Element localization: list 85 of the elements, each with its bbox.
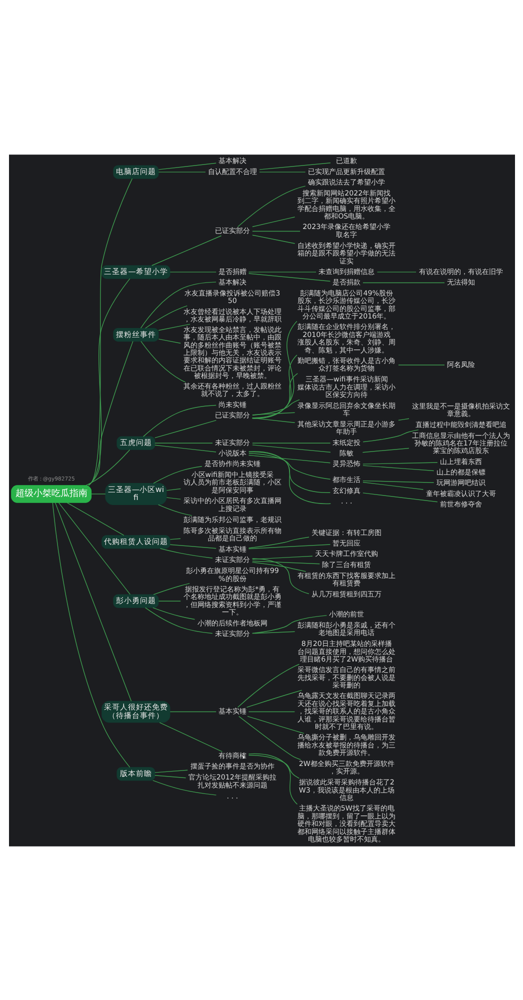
connector <box>157 504 192 516</box>
connector <box>258 171 306 172</box>
connector <box>248 271 316 272</box>
connector <box>166 488 180 490</box>
connector <box>52 502 130 768</box>
connector <box>66 502 124 536</box>
connector <box>252 630 295 634</box>
connector <box>362 447 409 452</box>
connector <box>154 444 216 452</box>
connector <box>166 496 180 500</box>
connector <box>258 162 330 170</box>
connector <box>362 428 418 442</box>
connector <box>144 305 187 328</box>
connector <box>252 234 295 244</box>
connector <box>362 480 434 482</box>
connector <box>236 185 306 227</box>
connector <box>158 600 180 601</box>
connector <box>158 323 190 330</box>
connector <box>152 780 216 795</box>
connector <box>140 281 216 328</box>
connector <box>159 548 212 558</box>
connector <box>252 230 300 232</box>
connector <box>398 418 409 420</box>
connector <box>252 216 295 227</box>
connector <box>154 442 212 443</box>
connector <box>252 560 320 564</box>
connector <box>169 538 180 540</box>
connector <box>246 689 302 708</box>
connector <box>248 450 330 504</box>
connector <box>251 372 298 418</box>
connector <box>362 282 444 283</box>
connector <box>152 466 202 484</box>
connector <box>376 271 416 272</box>
connector <box>252 444 330 452</box>
connector <box>88 278 130 486</box>
connector <box>251 558 309 594</box>
connector <box>248 544 330 549</box>
connector <box>158 722 222 752</box>
connector <box>252 442 330 443</box>
connector <box>252 398 300 416</box>
connector <box>252 412 295 415</box>
connector <box>248 451 330 492</box>
connector <box>142 404 216 436</box>
connector <box>246 715 304 734</box>
connector <box>248 754 300 778</box>
connector <box>236 663 300 708</box>
connector <box>251 561 306 572</box>
connector <box>248 452 330 480</box>
connector <box>248 272 330 282</box>
connector <box>169 710 216 712</box>
connector <box>158 162 216 170</box>
connector <box>248 752 298 804</box>
node-box: 超级小桀吃瓜指南 <box>10 484 92 502</box>
connector <box>252 614 327 634</box>
connector <box>362 492 438 502</box>
connector <box>251 320 297 418</box>
connector <box>362 481 424 490</box>
connector <box>158 338 180 344</box>
connector <box>251 354 297 418</box>
connector <box>144 606 212 634</box>
connector <box>362 462 438 464</box>
connector <box>252 417 295 423</box>
connector <box>248 710 295 712</box>
connector <box>154 419 216 438</box>
connector <box>152 582 190 594</box>
connector <box>362 464 434 471</box>
connector <box>88 340 133 486</box>
connector <box>158 171 206 172</box>
connector <box>90 493 106 494</box>
connector <box>58 502 130 594</box>
connector <box>169 544 216 548</box>
connector <box>54 502 132 701</box>
connector <box>154 774 186 778</box>
connector <box>169 271 216 272</box>
connector <box>238 715 301 760</box>
connector <box>248 536 309 548</box>
connector <box>152 606 195 620</box>
connector <box>398 364 444 365</box>
connector <box>85 448 130 486</box>
connector <box>140 340 186 382</box>
connector <box>252 555 312 560</box>
connector <box>154 769 188 772</box>
connector <box>248 454 330 463</box>
connector <box>151 234 222 266</box>
connector <box>88 178 132 486</box>
